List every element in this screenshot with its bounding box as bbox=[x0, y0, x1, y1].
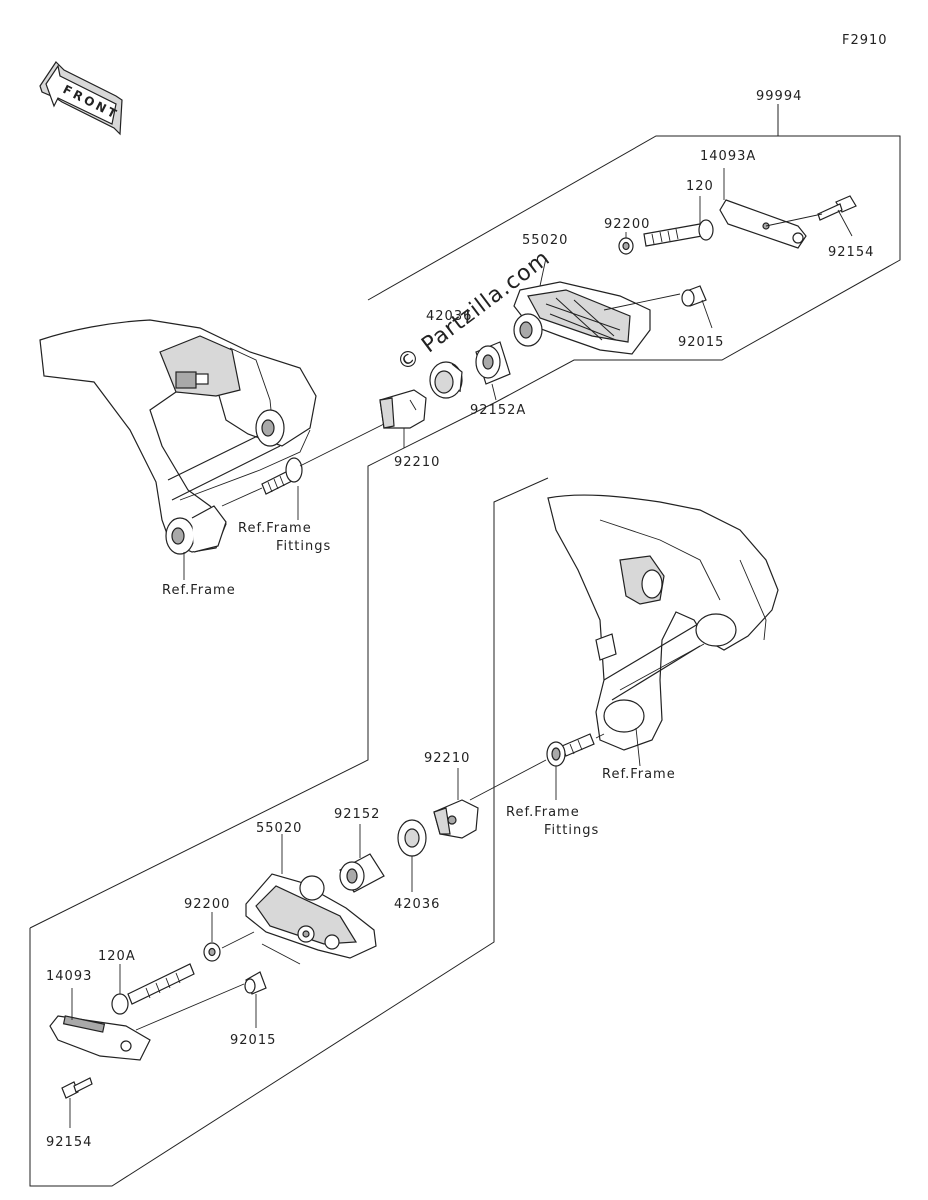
label-spacer-upper: 92152A bbox=[470, 403, 526, 418]
label-spacer-lower: 92152 bbox=[334, 807, 380, 822]
label-bracket-upper: 92210 bbox=[394, 455, 440, 470]
lower-frame bbox=[547, 494, 779, 751]
label-slider-lower: 55020 bbox=[256, 821, 302, 836]
label-washer-upper: 92200 bbox=[604, 217, 650, 232]
label-bracket-lower: 92210 bbox=[424, 751, 470, 766]
collar-upper bbox=[681, 285, 707, 307]
label-plate-lower: 42036 bbox=[394, 897, 440, 912]
label-ref-frame-fittings-lower-1: Ref.Frame bbox=[506, 805, 580, 820]
label-washer-lower: 92200 bbox=[184, 897, 230, 912]
front-arrow-icon: FRONT bbox=[39, 61, 123, 136]
label-kit: 99994 bbox=[756, 89, 802, 104]
label-ref-frame-fittings-upper-1: Ref.Frame bbox=[238, 521, 312, 536]
label-ref-frame-lower: Ref.Frame bbox=[602, 767, 676, 782]
lower-group-outline bbox=[29, 477, 549, 1187]
bolt-lower bbox=[111, 963, 195, 1015]
label-ref-frame-upper: Ref.Frame bbox=[162, 583, 236, 598]
upper-frame bbox=[39, 319, 317, 555]
bolt-upper bbox=[643, 219, 714, 247]
ref-frame-fittings-lower-bolt bbox=[546, 733, 595, 767]
bracket-upper bbox=[379, 389, 427, 429]
label-collar-upper: 92015 bbox=[678, 335, 724, 350]
label-screw-lower: 92154 bbox=[46, 1135, 92, 1150]
label-collar-lower: 92015 bbox=[230, 1033, 276, 1048]
label-cover-lower: 14093 bbox=[46, 969, 92, 984]
label-screw-upper: 92154 bbox=[828, 245, 874, 260]
plate-upper bbox=[429, 361, 463, 399]
label-plate-upper: 42036 bbox=[426, 309, 472, 324]
slider-lower bbox=[245, 873, 377, 959]
cover-upper bbox=[719, 199, 807, 249]
screw-lower bbox=[61, 1077, 93, 1099]
label-cover-upper: 14093A bbox=[700, 149, 756, 164]
label-ref-frame-fittings-upper-2: Fittings bbox=[276, 539, 331, 554]
label-ref-frame-fittings-lower-2: Fittings bbox=[544, 823, 599, 838]
slider-upper bbox=[513, 281, 651, 355]
cover-lower bbox=[49, 1015, 151, 1061]
spacer-lower bbox=[339, 853, 385, 893]
bracket-lower bbox=[433, 799, 479, 839]
figure-code: F2910 bbox=[842, 33, 888, 48]
screw-upper bbox=[817, 195, 857, 221]
collar-lower bbox=[244, 971, 267, 995]
label-slider-upper: 55020 bbox=[522, 233, 568, 248]
label-bolt-lower: 120A bbox=[98, 949, 136, 964]
ref-frame-fittings-upper-bolt bbox=[261, 457, 303, 495]
plate-lower bbox=[397, 819, 427, 857]
label-bolt-upper: 120 bbox=[686, 179, 714, 194]
spacer-upper bbox=[475, 341, 511, 385]
